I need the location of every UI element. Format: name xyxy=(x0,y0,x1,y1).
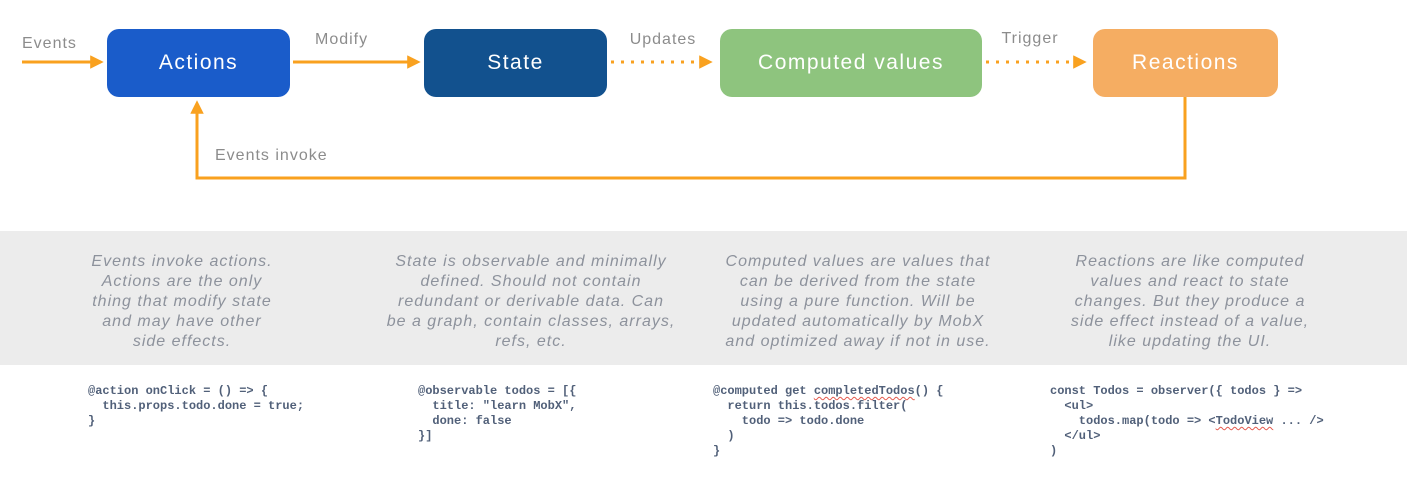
node-actions: Actions xyxy=(107,29,290,97)
updates-label: Updates xyxy=(629,31,697,48)
node-state: State xyxy=(424,29,607,97)
code-sample-computed: @computed get completedTodos() { return … xyxy=(713,384,943,459)
description-computed-values: Computed values are values that can be d… xyxy=(725,253,991,350)
code-line: const Todos = observer({ todos } => xyxy=(1050,384,1303,398)
code-line: @observable todos = [{ xyxy=(418,384,577,398)
code-sample-observable: @observable todos = [{ title: "learn Mob… xyxy=(418,384,576,444)
code-line: return this.todos.filter( xyxy=(713,399,908,413)
code-sample-action: @action onClick = () => { this.props.tod… xyxy=(88,384,304,429)
flow-diagram: Events Actions Modify State Updates Comp… xyxy=(0,0,1407,231)
code-row: @action onClick = () => { this.props.tod… xyxy=(0,365,1407,483)
node-reactions: Reactions xyxy=(1093,29,1278,97)
misspelled-word: completedTodos xyxy=(813,384,915,398)
code-line: todo => todo.done xyxy=(713,414,865,428)
node-reactions-label: Reactions xyxy=(1132,51,1239,74)
events-invoke-label: Events invoke xyxy=(215,147,328,164)
feedback-arrow xyxy=(190,97,1187,180)
description-state: State is observable and minimally define… xyxy=(386,253,676,350)
code-line: ) xyxy=(713,429,735,443)
code-line: todos.map(todo => <TodoView ... /> xyxy=(1050,414,1324,428)
code-line: </ul> xyxy=(1050,429,1101,443)
code-line: ) xyxy=(1050,444,1058,458)
node-actions-label: Actions xyxy=(158,51,239,74)
code-line: <ul> xyxy=(1050,399,1094,413)
code-line: @computed get completedTodos() { xyxy=(713,384,944,398)
modify-label: Modify xyxy=(315,31,369,48)
node-state-label: State xyxy=(487,51,544,74)
descriptions-band: Events invoke actions. Actions are the o… xyxy=(0,231,1407,365)
events-label: Events xyxy=(22,35,77,52)
code-line: done: false xyxy=(418,414,512,428)
trigger-label: Trigger xyxy=(1001,30,1059,47)
code-line: @action onClick = () => { xyxy=(88,384,269,398)
description-actions: Events invoke actions. Actions are the o… xyxy=(91,253,273,350)
code-line: this.props.todo.done = true; xyxy=(88,399,305,413)
code-line: title: "learn MobX", xyxy=(418,399,577,413)
node-computed-values-label: Computed values xyxy=(758,51,944,74)
code-line: }] xyxy=(418,429,433,443)
description-reactions: Reactions are like computed values and r… xyxy=(1070,253,1310,350)
code-sample-observer: const Todos = observer({ todos } => <ul>… xyxy=(1050,384,1324,459)
misspelled-word: TodoView xyxy=(1215,414,1274,428)
arrow-layer xyxy=(22,55,1187,180)
code-line: } xyxy=(88,414,96,428)
code-line: } xyxy=(713,444,721,458)
node-computed-values: Computed values xyxy=(720,29,982,97)
